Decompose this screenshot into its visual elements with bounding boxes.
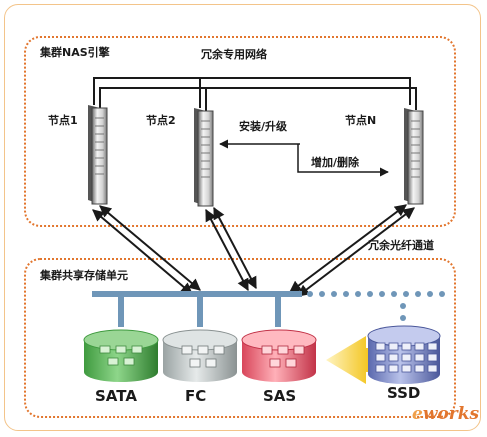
fiber-channel-arrows (92, 204, 415, 297)
ssd-label: SSD (387, 384, 421, 402)
fc-storage-icon (162, 329, 238, 382)
add-remove-arrow (297, 144, 389, 177)
ssd-to-sas-arrow (326, 336, 370, 384)
network-label: 冗余专用网络 (201, 48, 267, 61)
sas-storage-icon (241, 329, 317, 382)
node-2-label: 节点2 (146, 114, 176, 127)
watermark-suffix: works (422, 404, 480, 424)
fc-label: FC (185, 387, 207, 405)
shared-storage-title: 集群共享存储单元 (40, 269, 128, 282)
sata-storage-icon (83, 329, 159, 382)
add-remove-label: 增加/删除 (311, 156, 360, 169)
node-1-label: 节点1 (48, 114, 78, 127)
watermark-prefix: e (412, 404, 423, 424)
network-lines (93, 77, 417, 112)
nas-engine-title: 集群NAS引擎 (40, 46, 110, 59)
storage-bus (92, 291, 445, 327)
server-node-n-icon (404, 108, 424, 205)
node-n-label: 节点N (345, 114, 377, 127)
server-node-1-icon (88, 105, 108, 205)
eworks-watermark: eworks (412, 404, 479, 424)
outer-frame (4, 4, 481, 431)
sata-label: SATA (95, 387, 137, 405)
install-upgrade-label: 安装/升级 (239, 120, 288, 133)
server-node-2-icon (194, 108, 214, 207)
ssd-storage-icon (367, 325, 441, 384)
sas-label: SAS (263, 387, 297, 405)
fiber-channel-label: 冗余光纤通道 (368, 239, 434, 252)
